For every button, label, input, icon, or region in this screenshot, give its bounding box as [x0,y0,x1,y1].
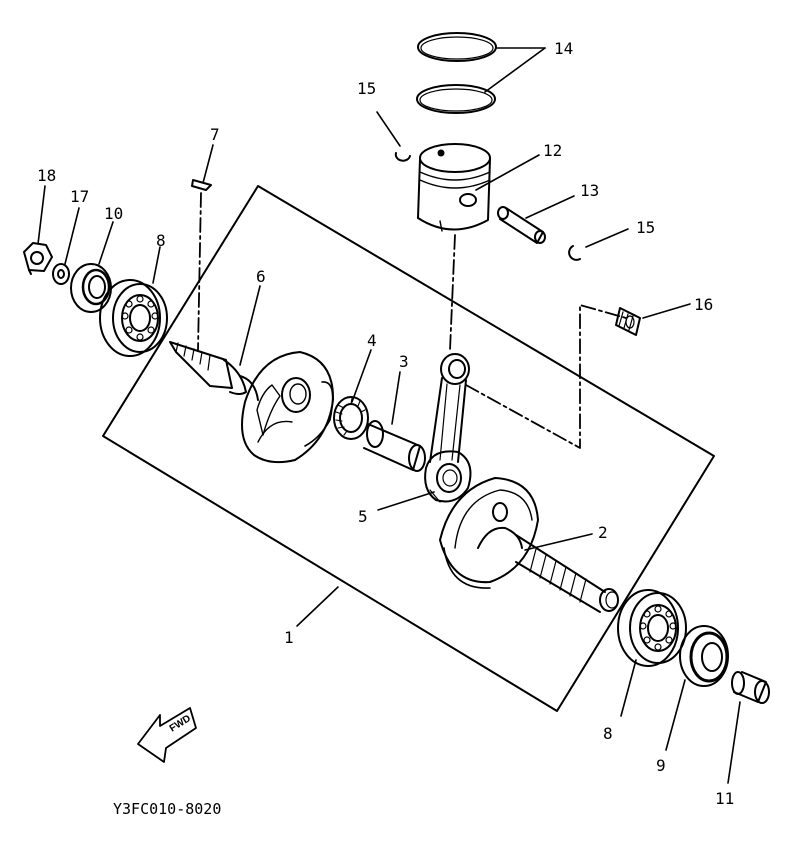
callout-15-right: 15 [636,218,655,237]
piston-rings [416,32,497,114]
small-end-bearing [615,307,641,336]
left-bearing [99,279,168,357]
alignment-lines [197,192,627,449]
callout-8-right: 8 [603,724,613,743]
callout-17: 17 [70,187,89,206]
callout-12: 12 [543,141,562,160]
piston-pin [497,206,546,244]
callout-4: 4 [367,331,377,350]
fwd-label: FWD [168,713,193,734]
piston [417,143,491,232]
right-oil-seal [679,625,729,687]
right-crank-half [439,477,619,613]
callout-9: 9 [656,756,666,775]
callout-6: 6 [256,267,266,286]
callout-10: 10 [104,204,123,223]
leader-lines [37,47,741,784]
big-end-bearing [333,396,369,440]
crank-nut [23,242,53,275]
crankshaft-assembly-outline [102,185,715,712]
callout-14: 14 [554,39,573,58]
callout-18: 18 [37,166,56,185]
washer [52,263,70,285]
callout-15-top: 15 [357,79,376,98]
callout-3: 3 [399,352,409,371]
forward-arrow-icon: FWD [137,707,197,763]
right-bearing [617,589,687,667]
callout-1: 1 [284,628,294,647]
connecting-rod [424,353,472,503]
callout-7: 7 [210,125,220,144]
callout-11: 11 [715,789,734,808]
callout-5: 5 [358,507,368,526]
piston-pin-circlips [394,152,581,261]
left-oil-seal [70,263,112,313]
left-crank-half [169,341,335,464]
drawing-code: Y3FC010-8020 [113,800,221,818]
callout-16: 16 [694,295,713,314]
collar [731,671,770,704]
crank-pin [363,420,426,472]
callout-8-left: 8 [156,231,166,250]
woodruff-key [191,179,212,191]
callout-13: 13 [580,181,599,200]
callout-2: 2 [598,523,608,542]
